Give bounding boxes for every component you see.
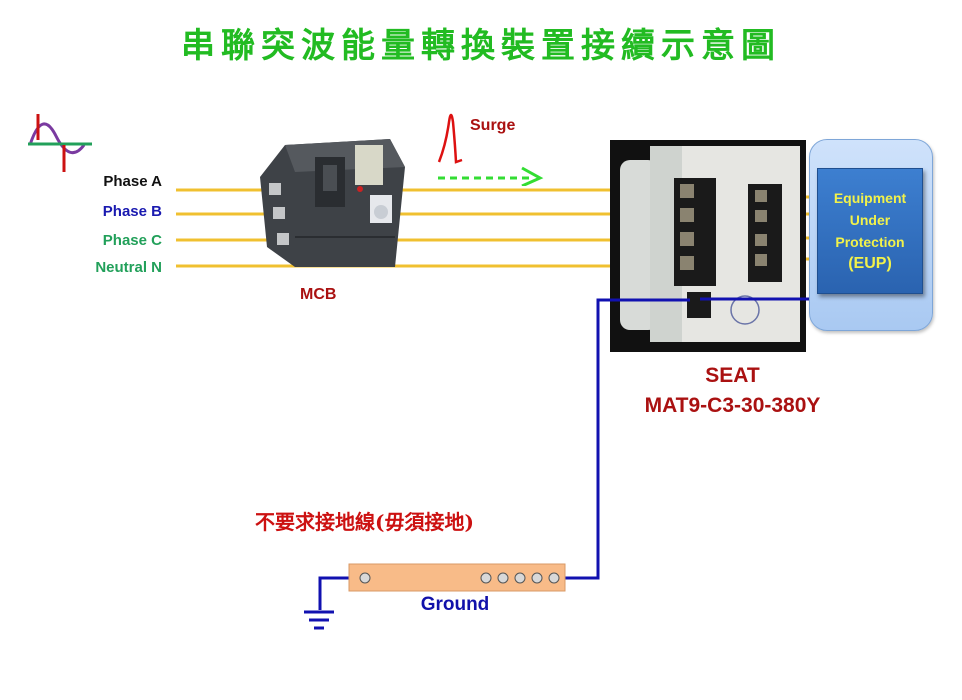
neutral-n-label: Neutral N [95, 259, 162, 276]
seat-device [610, 140, 806, 352]
eup-line-3: Protection [835, 234, 905, 250]
ground-terminal-hole [480, 572, 492, 584]
surge-spike-icon [437, 113, 544, 186]
ground-note: 不要求接地線(毋須接地) [255, 510, 474, 534]
surge-label: Surge [470, 117, 516, 134]
wire-seat-ground [556, 298, 690, 580]
eup-line-2: Under [849, 212, 891, 228]
eup-box: Equipment Under Protection (EUP) [817, 168, 923, 294]
ground-terminal-hole [359, 572, 371, 584]
ac-waveform-icon [28, 114, 92, 172]
ground-bar [348, 563, 566, 592]
phase-b-label: Phase B [102, 203, 162, 220]
seat-logo [730, 295, 760, 325]
diagram-title: 串聯突波能量轉換裝置接續示意圖 [181, 26, 781, 66]
phase-c-label: Phase C [102, 232, 162, 249]
phase-a-label: Phase A [103, 173, 162, 190]
ground-terminal-hole [531, 572, 543, 584]
eup-line-1: Equipment [833, 190, 907, 206]
seat-model: MAT9-C3-30-380Y [644, 394, 821, 417]
ground-label: Ground [420, 594, 490, 615]
mcb-breaker [260, 139, 405, 267]
ground-terminal-hole [497, 572, 509, 584]
seat-name: SEAT [705, 364, 760, 387]
mcb-label: MCB [300, 286, 337, 303]
ground-terminal [687, 292, 711, 318]
ground-terminal-hole [548, 572, 560, 584]
ground-terminal-hole [514, 572, 526, 584]
eup-line-4: (EUP) [848, 255, 892, 272]
